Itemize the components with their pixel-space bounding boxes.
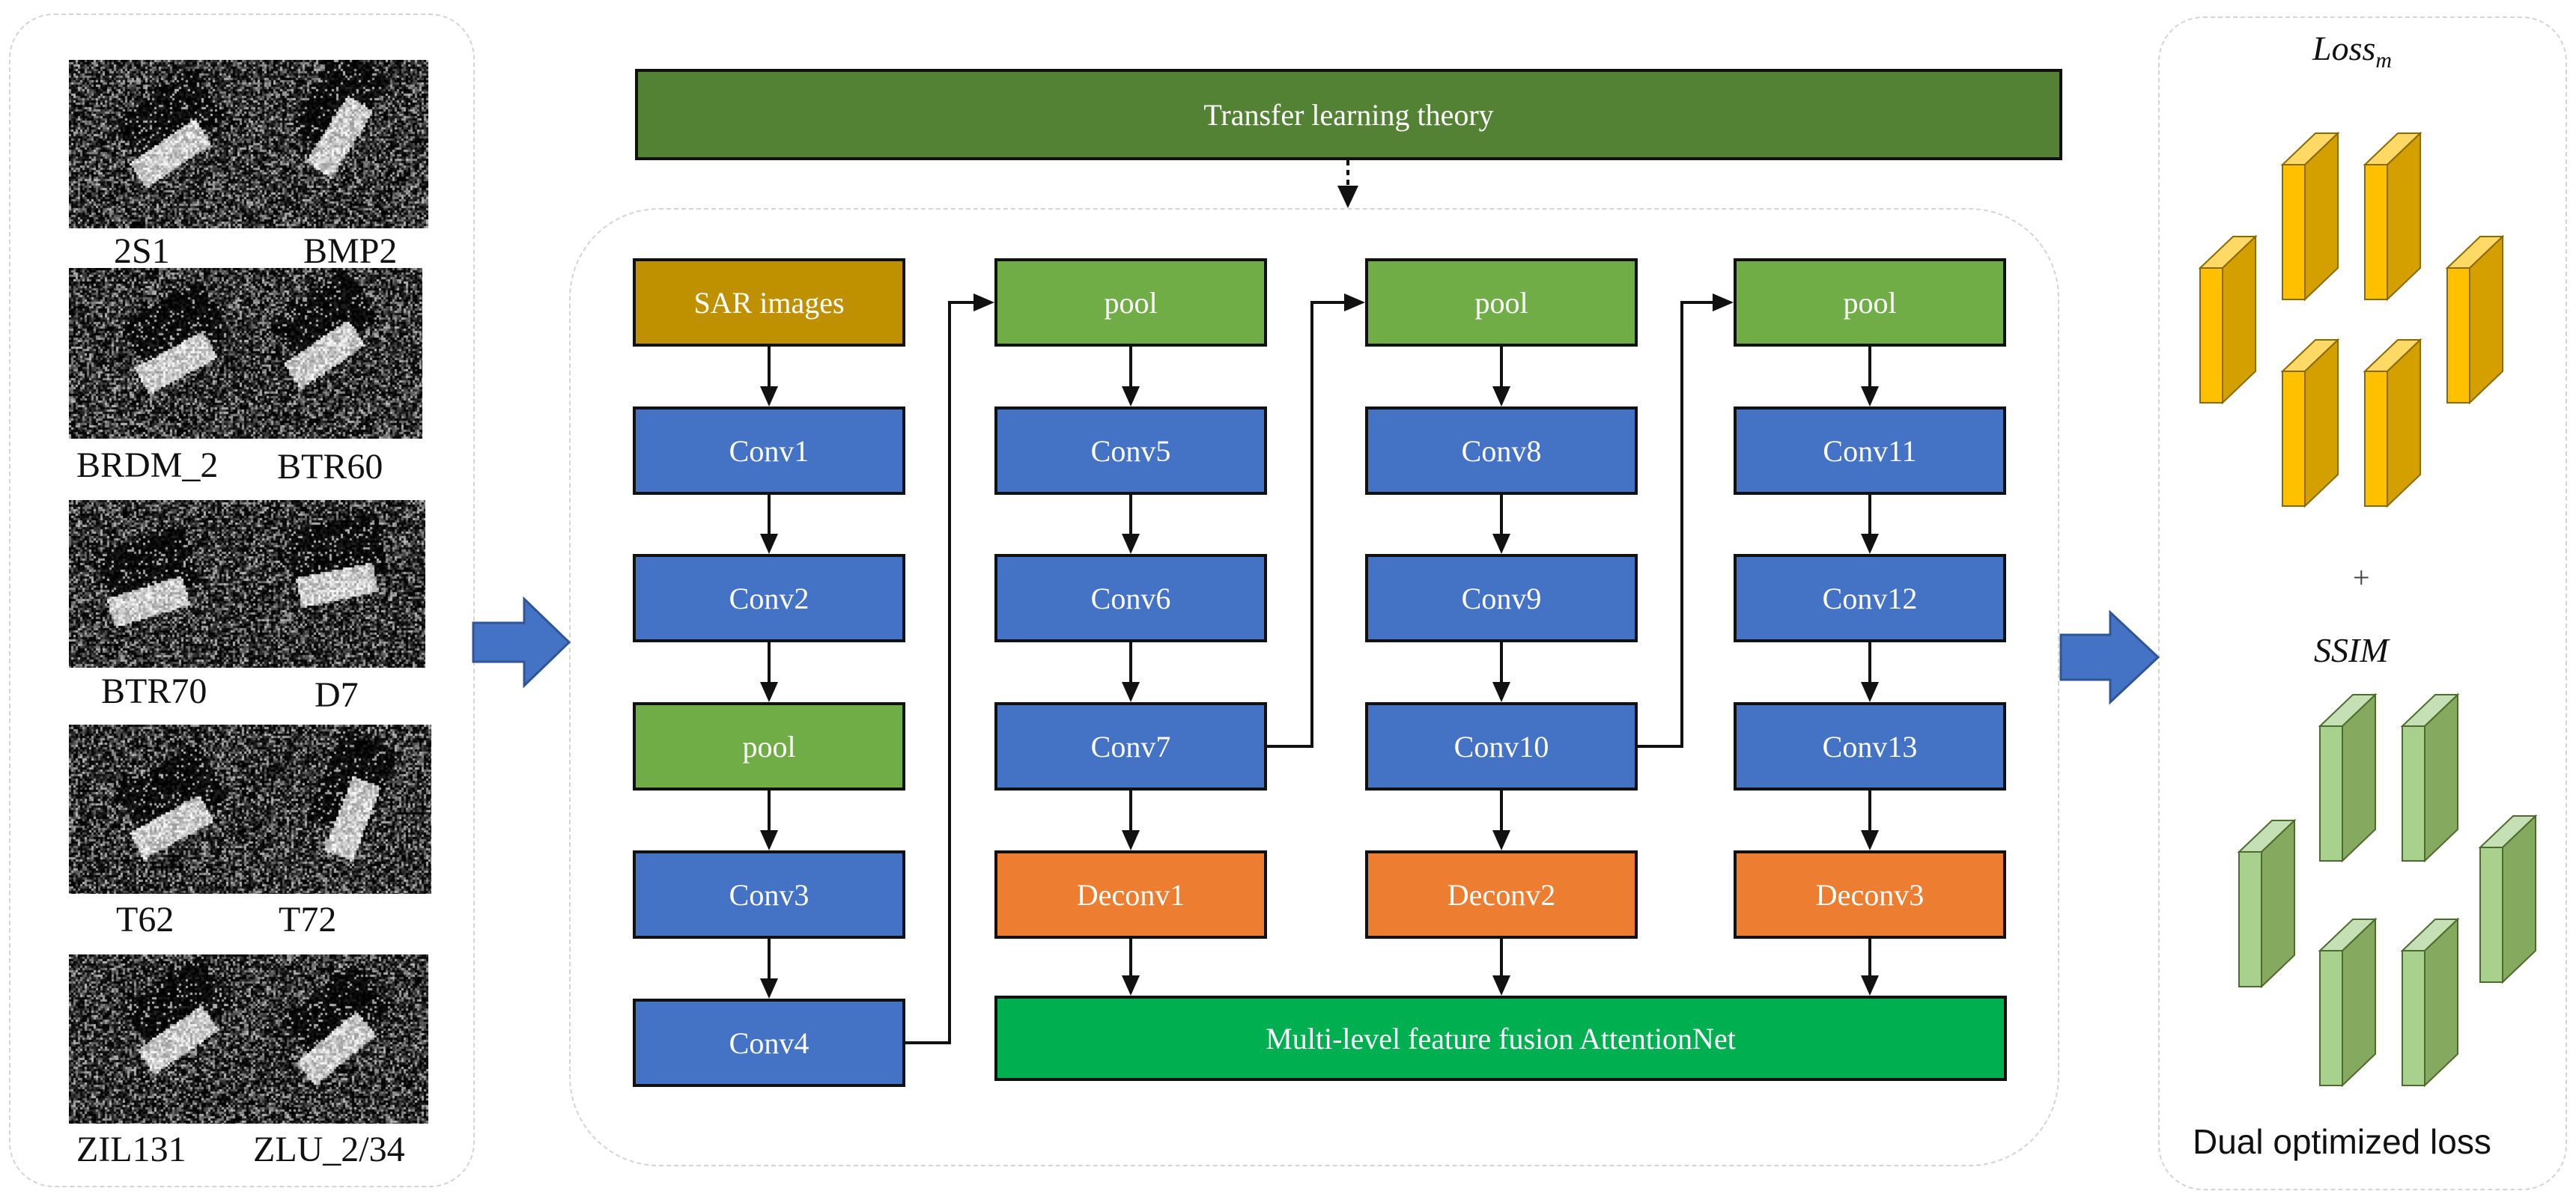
connector-conv10-pool4-head (1713, 293, 1734, 311)
conv2-box: Conv2 (633, 554, 905, 642)
label-bmp2: BMP2 (303, 231, 398, 271)
pool3-box: pool (1365, 258, 1638, 347)
col1-arrows (760, 347, 778, 999)
pool4-box: pool (1734, 258, 2006, 347)
green-cube-5 (2318, 917, 2378, 1088)
conv10-box: Conv10 (1365, 702, 1638, 791)
conv1-box: Conv1 (633, 406, 905, 495)
sar-image-5 (69, 954, 428, 1124)
yellow-cube-2 (2280, 131, 2340, 302)
green-cube-1 (2237, 818, 2297, 989)
yellow-cube-1 (2198, 234, 2258, 405)
pool2-box: pool (994, 258, 1267, 347)
label-btr70: BTR70 (101, 671, 207, 711)
label-zlu234: ZLU_2/34 (253, 1130, 405, 1169)
sar-speckle (69, 268, 422, 439)
sar-image-2 (69, 268, 422, 439)
conv11-box: Conv11 (1734, 406, 2006, 495)
sar-speckle (69, 500, 425, 668)
yellow-cube-6 (2363, 338, 2422, 508)
deconv3-box: Deconv3 (1734, 850, 2006, 939)
input-samples-panel (9, 13, 475, 1187)
yellow-cube-5 (2280, 338, 2340, 508)
conv9-box: Conv9 (1365, 554, 1638, 642)
sar-image-1 (69, 60, 428, 228)
fusion-attentionnet-box: Multi-level feature fusion AttentionNet (994, 996, 2007, 1081)
connector-conv4-pool2 (905, 301, 976, 1044)
yellow-cube-4 (2445, 234, 2505, 405)
loss-m-feature-cubes (2198, 131, 2505, 508)
loss-main-text: Loss (2312, 29, 2376, 67)
conv13-box: Conv13 (1734, 702, 2006, 791)
green-cube-4 (2478, 814, 2538, 984)
ssim-feature-cubes (2237, 692, 2538, 1088)
input-arrow (472, 596, 571, 689)
green-cube-3 (2400, 692, 2460, 863)
green-cube-6 (2400, 917, 2460, 1088)
dual-optimized-loss-label: Dual optimized loss (2193, 1122, 2491, 1161)
connector-conv10-pool4 (1638, 301, 1716, 748)
loss-panel (2158, 16, 2567, 1190)
sar-speckle (69, 60, 428, 228)
connector-conv7-pool3-head (1344, 293, 1365, 311)
transfer-learning-box: Transfer learning theory (635, 69, 2062, 160)
conv4-box: Conv4 (633, 999, 905, 1087)
pool1-box: pool (633, 702, 905, 791)
col3-arrows (1492, 347, 1510, 996)
col2-arrows (1122, 347, 1140, 996)
label-d7: D7 (315, 675, 359, 715)
label-brdm2: BRDM_2 (76, 445, 219, 485)
ssim-label: SSIM (2314, 631, 2389, 669)
deconv2-box: Deconv2 (1365, 850, 1638, 939)
label-2s1: 2S1 (114, 231, 170, 271)
label-t72: T72 (279, 900, 337, 939)
conv12-box: Conv12 (1734, 554, 2006, 642)
transfer-arrow (1337, 160, 1358, 208)
loss-sub-text: m (2375, 48, 2393, 73)
sar-image-3 (69, 500, 425, 668)
sar-images-box: SAR images (633, 258, 905, 347)
output-arrow (2059, 609, 2160, 705)
conv6-box: Conv6 (994, 554, 1267, 642)
sar-image-4 (69, 725, 431, 894)
connector-conv4-pool2-head (973, 293, 994, 311)
loss-m-label: Lossm (2312, 28, 2392, 73)
label-t62: T62 (116, 900, 174, 939)
label-zil131: ZIL131 (76, 1130, 186, 1169)
col4-arrows (1861, 347, 1879, 996)
green-cube-2 (2318, 692, 2378, 863)
deconv1-box: Deconv1 (994, 850, 1267, 939)
conv7-box: Conv7 (994, 702, 1267, 791)
network-panel (569, 208, 2059, 1166)
sar-speckle (69, 954, 428, 1124)
conv5-box: Conv5 (994, 406, 1267, 495)
yellow-cube-3 (2363, 131, 2422, 302)
label-btr60: BTR60 (277, 447, 383, 487)
conv3-box: Conv3 (633, 850, 905, 939)
plus-sign: + (2353, 561, 2370, 594)
connector-conv7-pool3 (1267, 301, 1347, 748)
conv8-box: Conv8 (1365, 406, 1638, 495)
sar-speckle (69, 725, 431, 894)
